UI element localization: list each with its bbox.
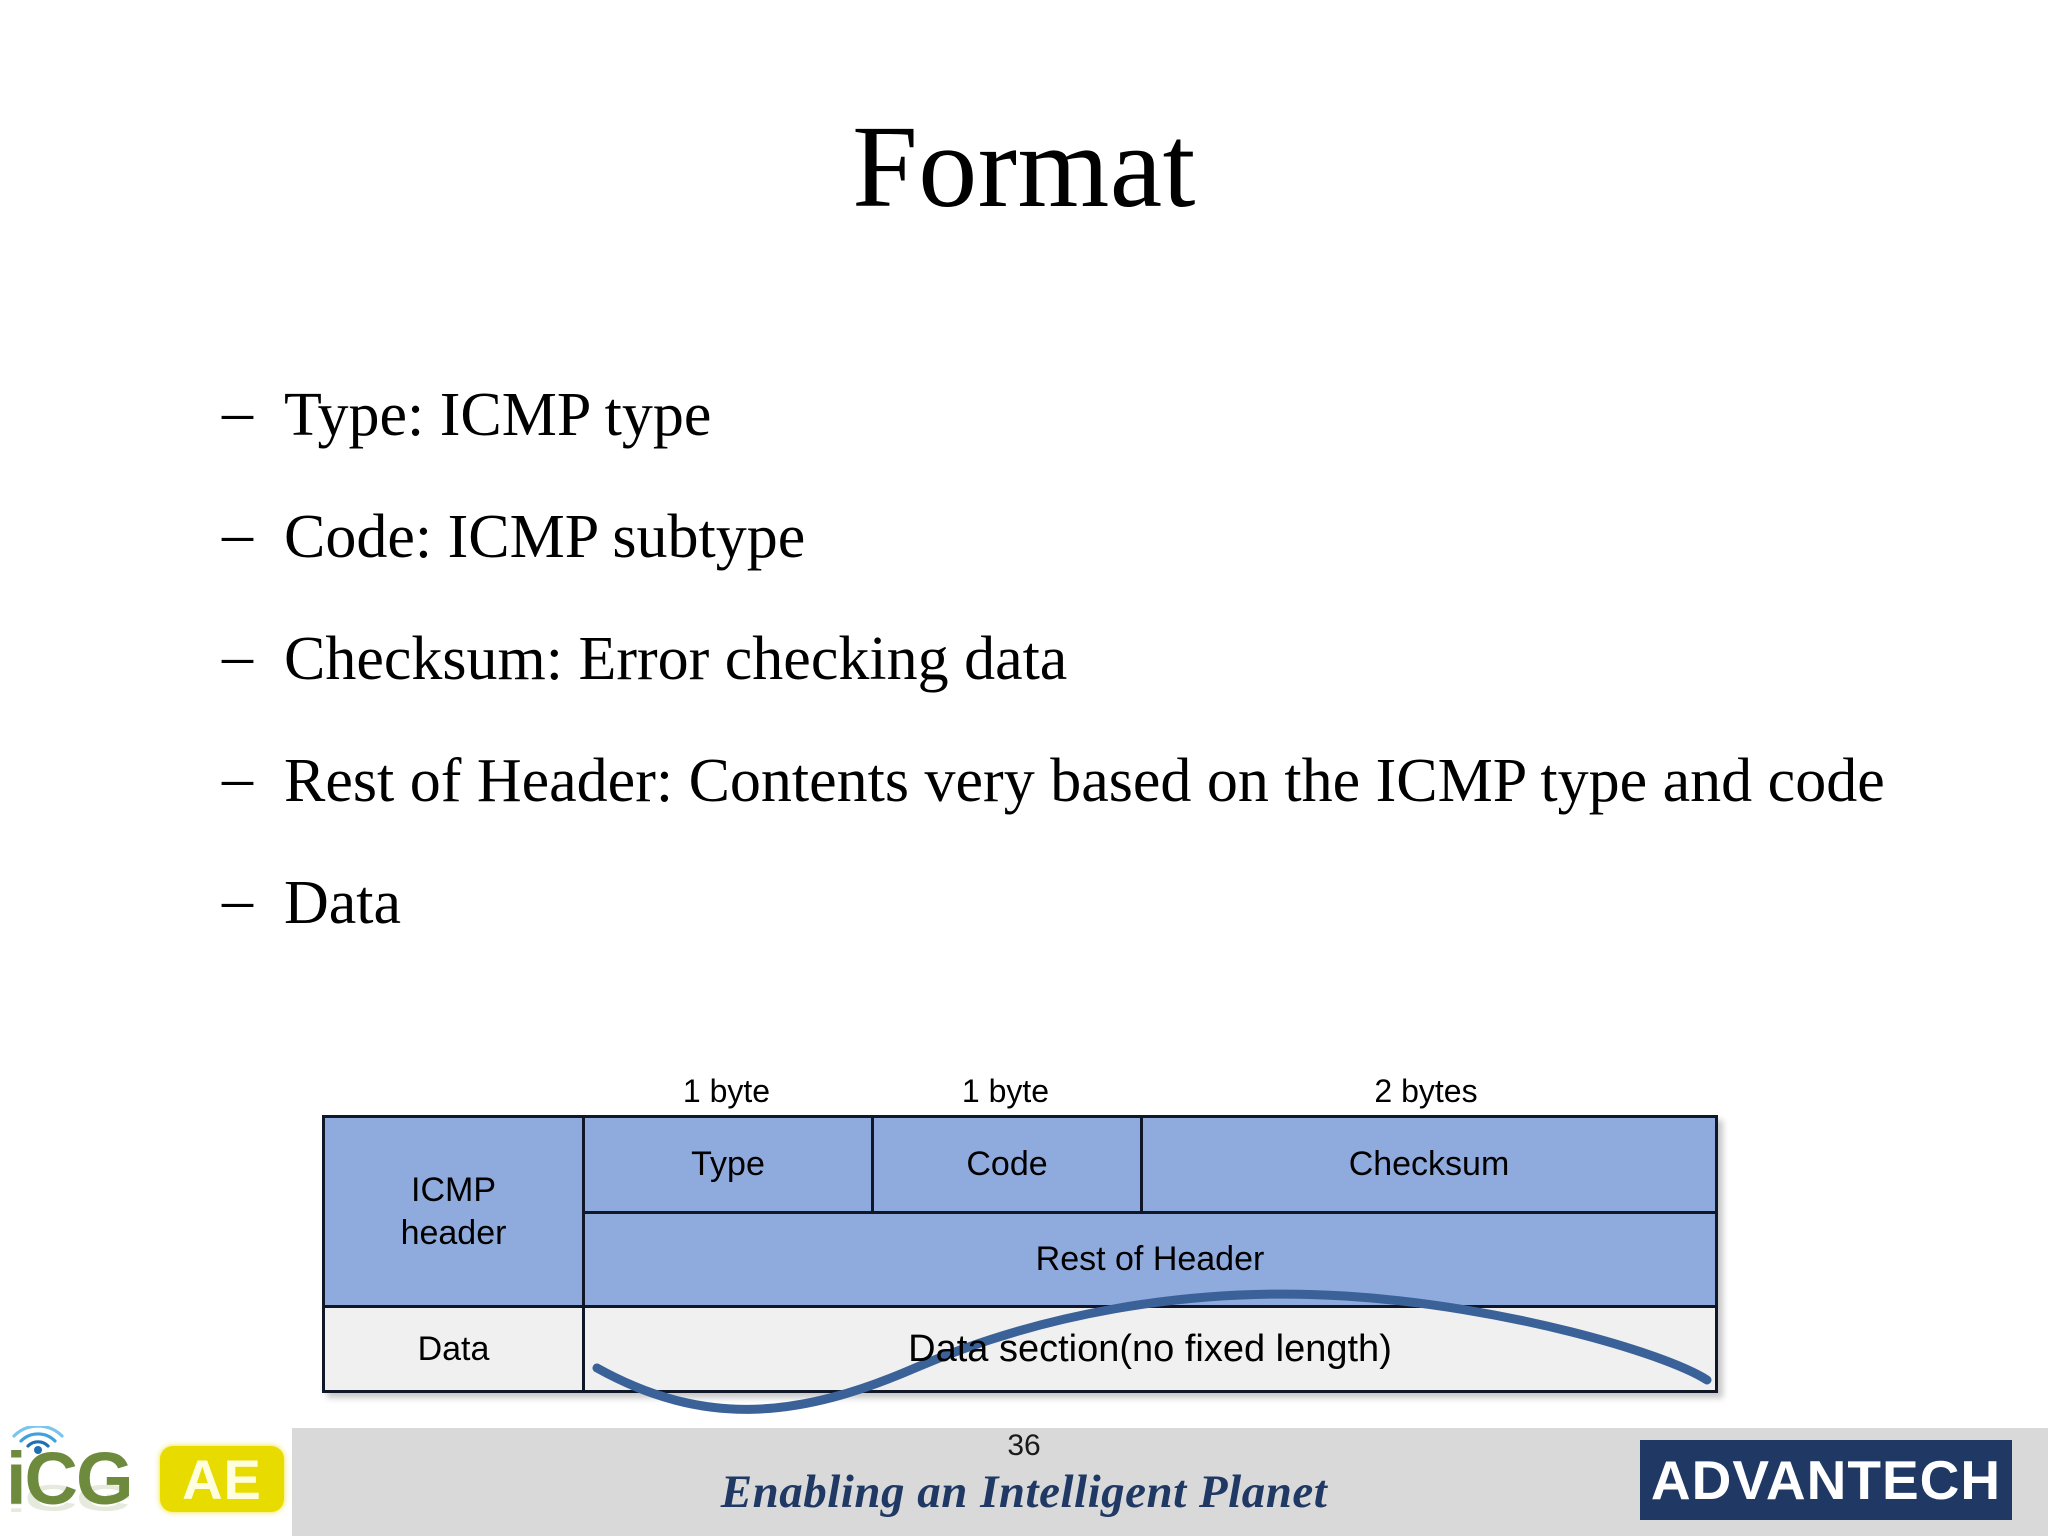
bullet-dash-icon: – bbox=[222, 744, 253, 812]
bullet-text: Data bbox=[284, 869, 402, 937]
bullet-text: Rest of Header: Contents very based on t… bbox=[284, 747, 1885, 815]
byte-label-checksum: 2 bytes bbox=[1374, 1073, 1478, 1109]
cell-rest-of-header: Rest of Header bbox=[585, 1214, 1715, 1308]
bullet-dash-icon: – bbox=[222, 500, 253, 568]
bullet-text: Checksum: Error checking data bbox=[284, 625, 1068, 693]
bullet-dash-icon: – bbox=[222, 622, 253, 690]
cell-data-label: Data bbox=[325, 1308, 585, 1390]
byte-label-code: 1 byte bbox=[961, 1073, 1050, 1109]
cell-code: Code bbox=[874, 1118, 1143, 1214]
icg-ae-logo: iCG iCG AE bbox=[0, 1424, 292, 1536]
byte-width-labels: 1 byte 1 byte 2 bytes bbox=[322, 1070, 1718, 1112]
icmp-packet-diagram: ICMP header Type Code Checksum Rest of H… bbox=[322, 1115, 1718, 1414]
bullet-list: – Type: ICMP type – Code: ICMP subtype –… bbox=[222, 368, 1942, 978]
icmp-header-line-2: header bbox=[400, 1213, 507, 1252]
advantech-logo-text: ADVANTECH bbox=[1650, 1449, 2002, 1511]
bullet-dash-icon: – bbox=[222, 866, 253, 934]
cell-type: Type bbox=[585, 1118, 874, 1214]
list-item: – Data bbox=[222, 856, 1942, 950]
icmp-header-line-1: ICMP bbox=[411, 1171, 496, 1209]
wireless-signal-icon bbox=[12, 1426, 64, 1454]
advantech-logo: ADVANTECH bbox=[1640, 1440, 2012, 1520]
bullet-dash-icon: – bbox=[222, 378, 253, 446]
ae-badge: AE bbox=[160, 1446, 284, 1512]
page-title: Format bbox=[852, 101, 1196, 232]
footer-tagline: Enabling an Intelligent Planet bbox=[720, 1466, 1328, 1518]
cell-icmp-header: ICMP header bbox=[325, 1118, 585, 1308]
bullet-text: Code: ICMP subtype bbox=[284, 503, 806, 571]
bullet-text: Type: ICMP type bbox=[284, 381, 712, 449]
page-number: 36 bbox=[1007, 1429, 1041, 1462]
byte-label-type: 1 byte bbox=[682, 1073, 771, 1109]
icg-logo-text: iCG bbox=[6, 1437, 134, 1520]
cell-checksum: Checksum bbox=[1143, 1118, 1715, 1214]
list-item: – Rest of Header: Contents very based on… bbox=[222, 734, 1942, 828]
list-item: – Checksum: Error checking data bbox=[222, 612, 1942, 706]
data-section-text: Data section(no fixed length) bbox=[908, 1327, 1392, 1370]
list-item: – Type: ICMP type bbox=[222, 368, 1942, 462]
list-item: – Code: ICMP subtype bbox=[222, 490, 1942, 584]
